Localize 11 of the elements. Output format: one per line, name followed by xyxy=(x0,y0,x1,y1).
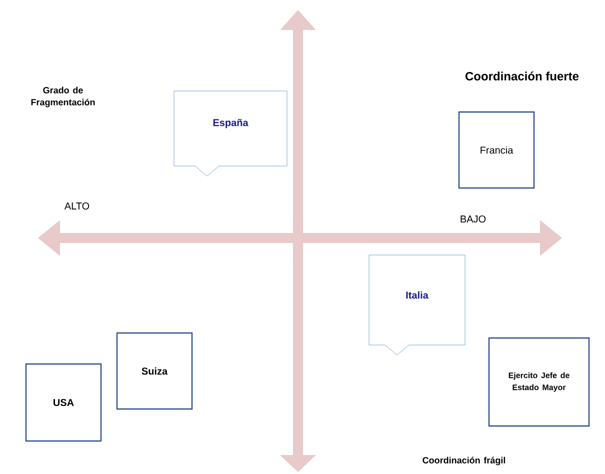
text-box: Ejercito Jefe de Estado Mayor xyxy=(488,337,590,427)
axis-label: ALTO xyxy=(64,202,90,210)
axis-label: Grado de Fragmentación xyxy=(31,86,95,108)
axis-label: Coordinación fuerte xyxy=(466,72,579,80)
axis-label: Coordinación frágil xyxy=(422,456,506,466)
text-box: USA xyxy=(25,363,102,442)
callout-box: Italia xyxy=(368,254,466,356)
text-box: Francia xyxy=(458,111,535,189)
axis-label: BAJO xyxy=(460,215,486,223)
text-box: Suiza xyxy=(116,332,193,410)
callout-box: España xyxy=(174,90,288,176)
